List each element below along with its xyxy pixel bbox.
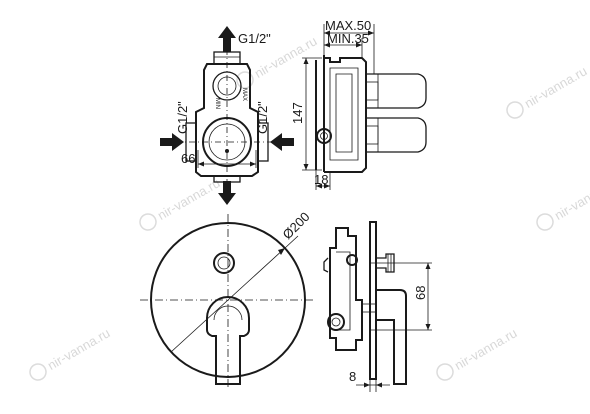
profile-knob	[375, 253, 395, 273]
left-port-label: G1/2"	[175, 101, 190, 134]
watermark-4: nir-vanna.ru	[536, 175, 590, 231]
side-housing	[324, 57, 367, 173]
watermark-text: nir-vanna.ru	[452, 325, 520, 373]
watermark-text: nir-vanna.ru	[522, 63, 590, 111]
valve-body-outline	[195, 63, 259, 177]
lever-handle	[206, 296, 250, 385]
watermark-2: nir-vanna.ru	[139, 175, 223, 231]
side-lower-ring	[316, 128, 332, 144]
watermark-logo-icon	[436, 363, 454, 381]
watermark-3: nir-vanna.ru	[506, 63, 590, 119]
min-mark: MIN	[214, 98, 220, 109]
min-depth-label: MIN.35	[327, 31, 369, 46]
watermark-text: nir-vanna.ru	[552, 175, 590, 223]
watermark-logo-icon	[536, 213, 554, 231]
watermark-logo-icon	[506, 101, 524, 119]
profile-lower-ring	[327, 313, 345, 331]
watermark-group: nir-vanna.ru nir-vanna.ru nir-vanna.ru n…	[29, 33, 590, 381]
right-port-label: G1/2"	[255, 101, 270, 134]
depth-label: 18	[314, 172, 328, 187]
watermark-5: nir-vanna.ru	[29, 325, 113, 381]
watermark-text: nir-vanna.ru	[155, 175, 223, 223]
plate-thickness-label: 8	[349, 369, 356, 384]
body-side-view: MAX.50 MIN.35 147 18	[290, 18, 427, 190]
width-label: 66	[181, 151, 195, 166]
arrow-left-icon	[270, 133, 294, 151]
lower-cartridge	[366, 117, 427, 153]
max-depth-label: MAX.50	[325, 18, 371, 33]
watermark-logo-icon	[139, 213, 157, 231]
upper-cartridge	[366, 73, 427, 109]
watermark-text: nir-vanna.ru	[45, 325, 113, 373]
diverter-knob	[213, 252, 235, 274]
arrow-down-icon	[218, 181, 236, 205]
trim-profile-view: 68 8	[323, 221, 432, 392]
watermark-logo-icon	[29, 363, 47, 381]
trim-front-view: Ø200	[140, 209, 316, 390]
height-label: 147	[290, 102, 305, 124]
diameter-label: Ø200	[280, 209, 313, 242]
top-port-label: G1/2"	[238, 31, 271, 46]
max-mark: MAX	[241, 88, 247, 101]
body-front-view: MIN MAX G1/2" G1/2" G1/2" 66	[160, 26, 294, 205]
profile-lever	[375, 289, 407, 385]
profile-housing	[329, 227, 363, 351]
profile-upper-ring	[346, 254, 358, 266]
watermark-6: nir-vanna.ru	[436, 325, 520, 381]
spacing-label: 68	[413, 286, 428, 300]
